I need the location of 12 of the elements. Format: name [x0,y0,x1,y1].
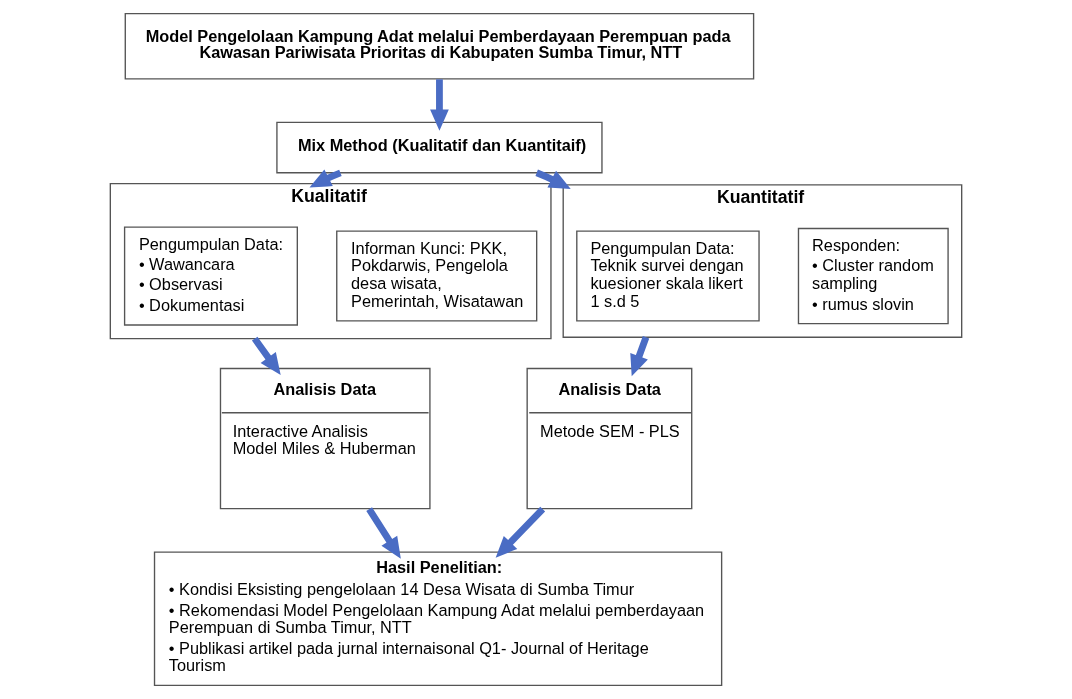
arrow [535,169,571,189]
node-box: Model Pengelolaan Kampung Adat melalui Pemberdayaan Perempuan pada Kawasan Pariwisata Prioritas di Kabupaten Sumba Timur, NTT [124,12,755,80]
arrow [251,336,281,375]
node-box: Informan Kunci: PKK, Pokdarwis, Pengelola desa wisata, Pemerintah, Wisatawan [336,230,538,322]
arrow [630,336,650,377]
node-box: Mix Method (Kualitatif dan Kuantitaif) [276,121,603,174]
node-box: Pengumpulan Data: Teknik survei dengan kuesioner skala likert 1 s.d 5 [576,230,760,322]
node-box: Responden: • Cluster random sampling • rumus slovin [797,227,949,325]
node-box: Pengumpulan Data: • Wawancara • Observasi • Dokumentasi [123,226,298,326]
node-box: Hasil Penelitian: • Kondisi Eksisting pengelolaan 14 Desa Wisata di Sumba Timur • Rekomendasi Model Pengelolaan Kampung Adat melalui pemberdayaan Perempuan di Sumba Timur, NTT • Publikasi artikel pada jurnal internaisonal Q1- Journal of Heritage Tourism [153,551,723,687]
arrow [366,507,401,559]
arrow [495,506,546,558]
